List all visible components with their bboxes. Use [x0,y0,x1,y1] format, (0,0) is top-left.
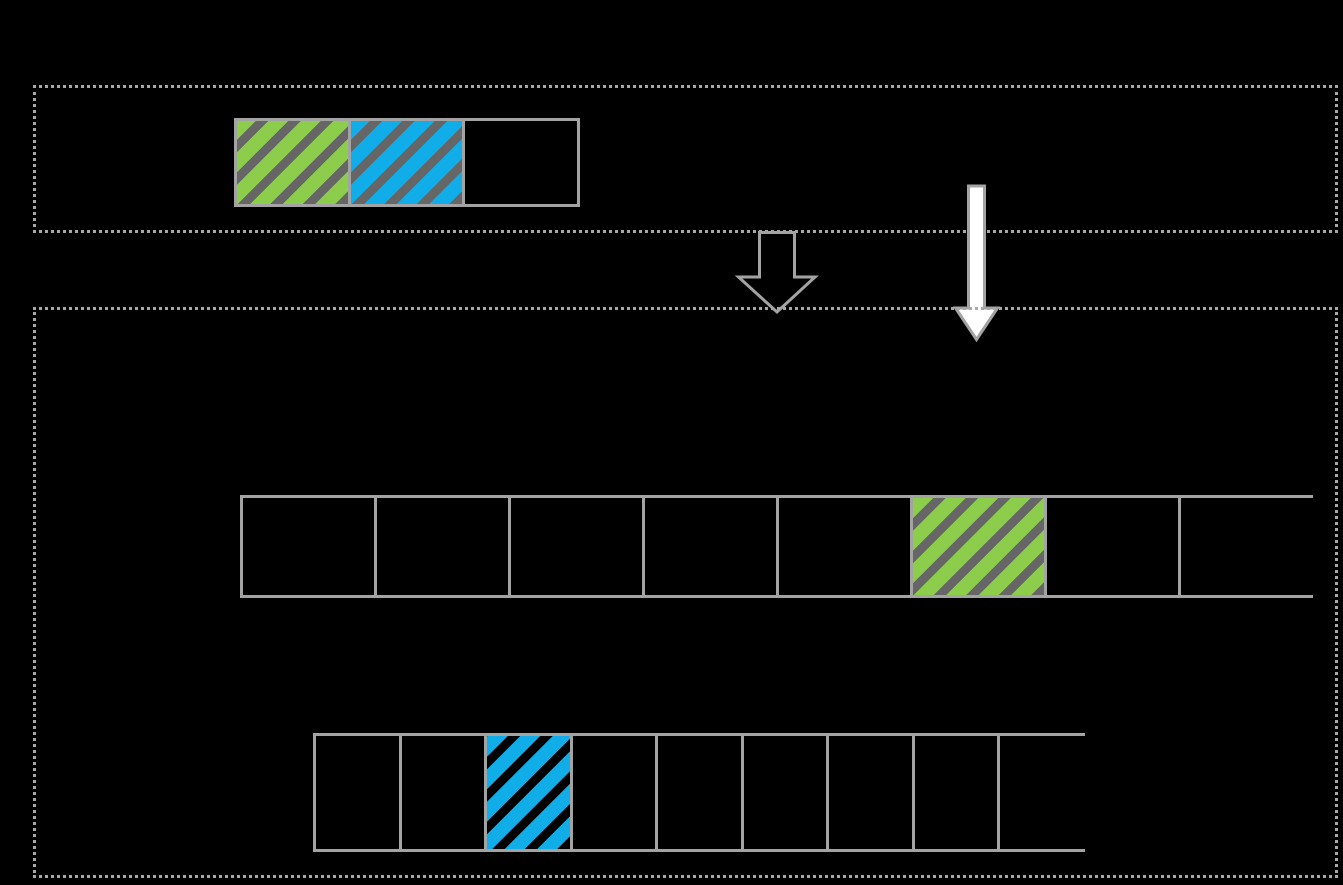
destination-upper-cell-3[interactable] [645,498,779,595]
destination-upper-cell-4[interactable] [779,498,913,595]
destination-lower-cell-8[interactable] [1000,736,1085,849]
source-cell-0[interactable] [237,121,351,204]
destination-row-lower [313,733,1085,852]
source-cell-2[interactable] [465,121,577,204]
hollow-down-arrow [734,231,819,315]
destination-region [33,307,1338,878]
destination-lower-cell-5[interactable] [743,736,829,849]
destination-row-upper [240,495,1315,598]
destination-upper-cell-1[interactable] [377,498,511,595]
destination-upper-cell-7[interactable] [1181,498,1315,595]
destination-upper-cell-2[interactable] [511,498,645,595]
destination-lower-cell-3[interactable] [572,736,658,849]
destination-lower-cell-4[interactable] [658,736,744,849]
destination-lower-cell-7[interactable] [914,736,1000,849]
destination-lower-cell-6[interactable] [829,736,915,849]
destination-lower-cell-1[interactable] [401,736,487,849]
source-region [33,85,1338,233]
source-row [234,118,580,207]
destination-lower-cell-0[interactable] [316,736,402,849]
source-cell-1[interactable] [351,121,465,204]
destination-upper-cell-5[interactable] [913,498,1047,595]
destination-lower-cell-2[interactable] [487,736,573,849]
hollow-down-arrow-icon [734,231,819,315]
destination-upper-cell-6[interactable] [1047,498,1181,595]
destination-upper-cell-0[interactable] [243,498,377,595]
